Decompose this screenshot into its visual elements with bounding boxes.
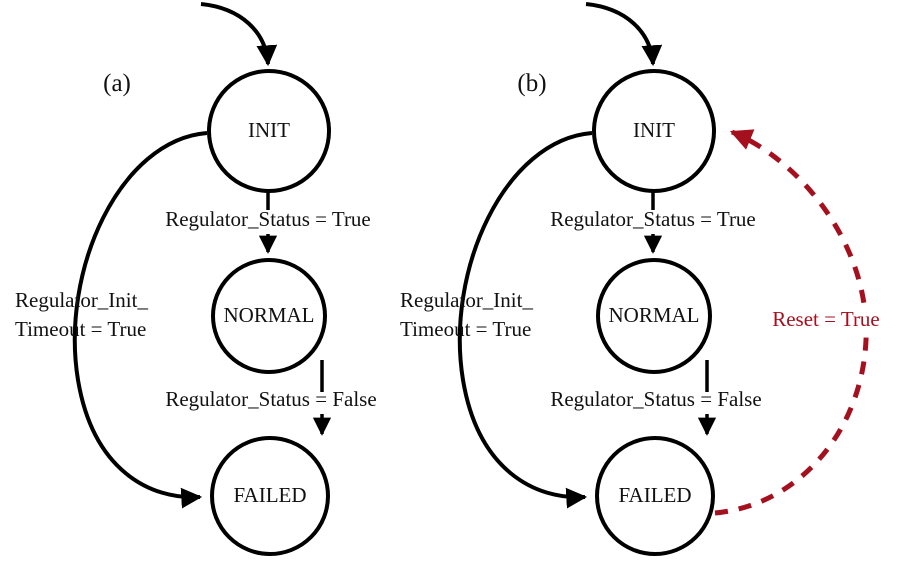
state-normal-b[interactable] [596, 258, 712, 374]
edge-label-init-to-failed-line1-b: Regulator_Init_ [400, 288, 533, 312]
edge-label-init-to-failed-line2-a: Timeout = True [15, 317, 146, 341]
edge-label-normal-to-failed-b: Regulator_Status = False [550, 387, 761, 411]
panel-a: (a) INIT NORMAL FAILED Regulator_Status … [15, 2, 377, 556]
edge-init-to-failed-b [457, 131, 593, 509]
state-label-normal-a: NORMAL [223, 303, 314, 327]
edge-label-failed-to-init-reset-b: Reset = True [772, 307, 880, 331]
panel-b: (b) INIT NORMAL FAILED Regulator_Status … [400, 2, 883, 556]
state-label-failed-b: FAILED [618, 483, 691, 507]
edge-init-to-failed-a [72, 131, 208, 509]
edge-label-normal-to-failed-a: Regulator_Status = False [165, 387, 376, 411]
edge-label-init-to-failed-line2-b: Timeout = True [400, 317, 531, 341]
edge-label-init-to-normal-b: Regulator_Status = True [550, 207, 756, 231]
entry-arrow-a [200, 2, 278, 67]
panel-label-b: (b) [517, 70, 546, 97]
state-label-init-b: INIT [633, 118, 675, 142]
state-init-a[interactable] [207, 69, 331, 193]
state-failed-b[interactable] [595, 436, 715, 556]
edge-label-init-to-normal-a: Regulator_Status = True [165, 207, 371, 231]
state-label-normal-b: NORMAL [608, 303, 699, 327]
entry-arrow-b [585, 2, 663, 67]
state-label-init-a: INIT [248, 118, 290, 142]
state-label-failed-a: FAILED [233, 483, 306, 507]
state-failed-a[interactable] [210, 436, 330, 556]
state-normal-a[interactable] [211, 258, 327, 374]
panel-label-a: (a) [103, 70, 131, 97]
edge-failed-to-init-reset-b [714, 129, 869, 516]
state-init-b[interactable] [592, 69, 716, 193]
edge-label-init-to-failed-line1-a: Regulator_Init_ [15, 288, 148, 312]
